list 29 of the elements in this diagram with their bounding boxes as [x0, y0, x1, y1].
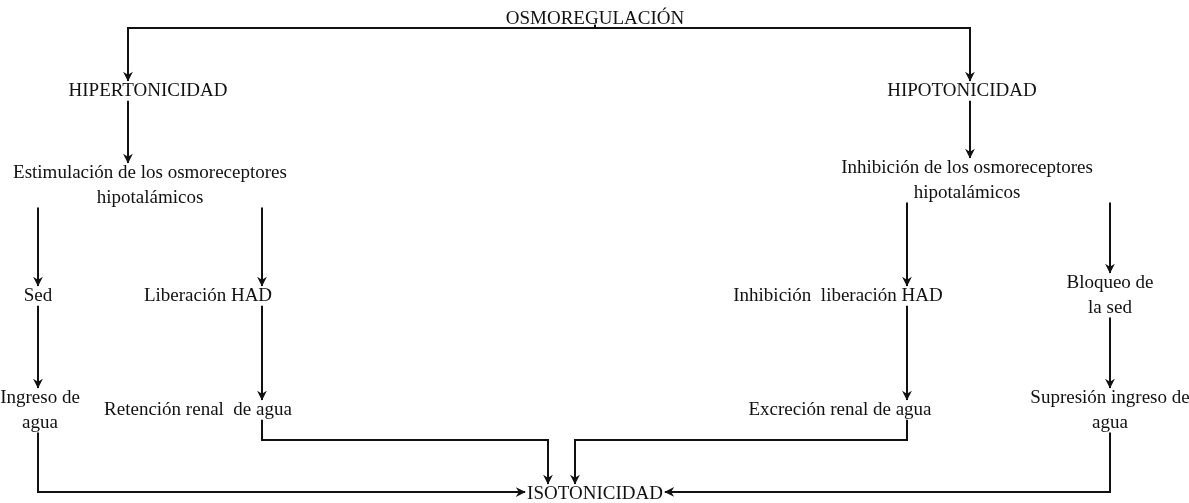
- arrow: [261, 418, 553, 485]
- node-text: Bloqueo de la sed: [1060, 270, 1160, 320]
- node-text: Supresión ingreso de agua: [1022, 385, 1189, 435]
- node-text: Excreción renal de agua: [748, 397, 932, 422]
- node-text: Retención renal de agua: [104, 397, 292, 422]
- node-text: ISOTONICIDAD: [527, 481, 663, 503]
- arrow: [33, 304, 43, 389]
- arrow: [37, 431, 527, 497]
- arrow: [1105, 316, 1115, 389]
- node-text: Liberación HAD: [143, 283, 273, 308]
- node-text: HIPERTONICIDAD: [68, 78, 228, 103]
- arrow: [594, 23, 975, 82]
- node-text: Estimulación de los osmoreceptores hipotalámicos: [5, 160, 295, 210]
- arrow: [965, 99, 975, 159]
- arrow: [570, 418, 908, 485]
- arrow: [1105, 201, 1115, 274]
- node-text: Inhibición de los osmoreceptores hipotalámicos: [822, 155, 1112, 205]
- arrow: [902, 201, 912, 287]
- node-text: OSMOREGULACIÓN: [505, 6, 685, 31]
- node-text: HIPOTONICIDAD: [887, 78, 1037, 103]
- arrow: [123, 99, 133, 164]
- node-text: Inhibición liberación HAD: [733, 283, 943, 308]
- node-text: Sed: [23, 283, 53, 308]
- node-text: Ingreso de agua: [0, 385, 80, 435]
- arrow: [33, 206, 43, 287]
- arrow: [663, 431, 1111, 497]
- arrow: [257, 304, 267, 401]
- arrow: [257, 206, 267, 287]
- arrow: [902, 304, 912, 401]
